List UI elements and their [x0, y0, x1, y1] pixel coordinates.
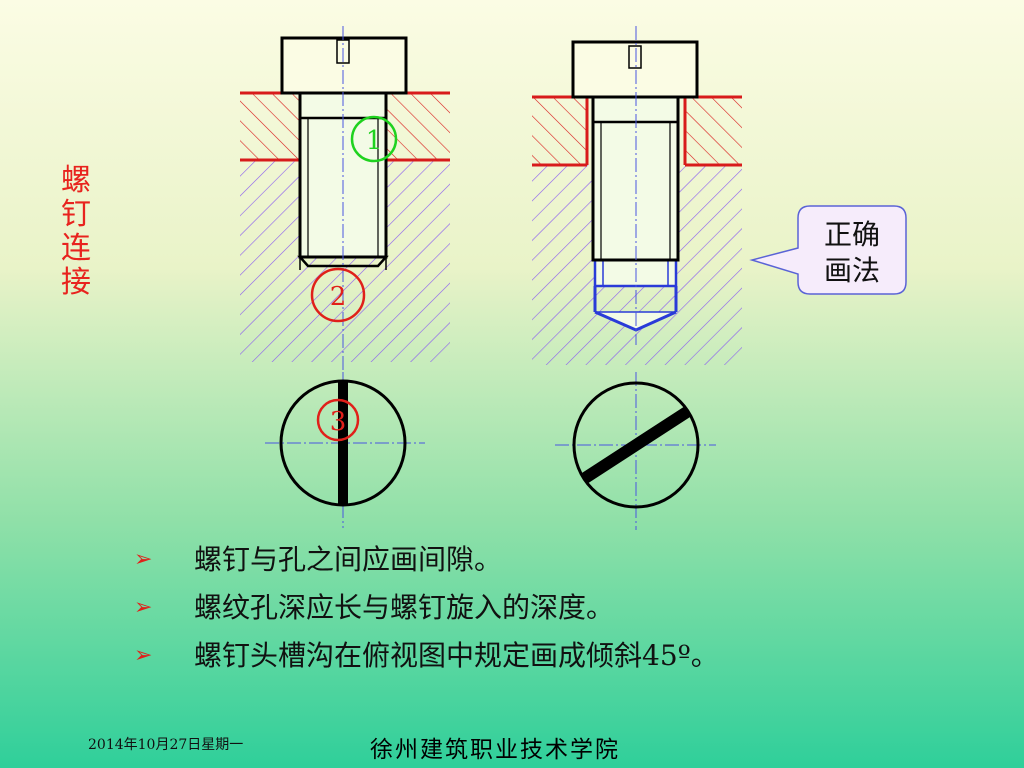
side-title-char: 螺 — [61, 163, 91, 198]
right-front-view — [532, 26, 742, 365]
right-screw-head — [571, 40, 699, 99]
side-title: 螺 钉 连 接 — [56, 164, 96, 300]
side-title-char: 连 — [61, 231, 91, 266]
marker-1-label: 1 — [366, 126, 383, 156]
side-title-char: 接 — [61, 265, 91, 300]
bullet-text: 螺钉头槽沟在俯视图中规定画成倾斜45º。 — [194, 639, 719, 672]
callout: 正确 画法 — [749, 205, 907, 295]
callout-line-2: 画法 — [824, 254, 880, 287]
left-vertical-slot — [338, 381, 348, 505]
footer-school: 徐州建筑职业技术学院 — [370, 737, 620, 763]
left-front-view — [240, 26, 450, 372]
marker-3: 3 — [316, 398, 360, 442]
right-slot — [628, 45, 642, 69]
callout-line-1: 正确 — [824, 218, 880, 251]
bullet-text: 螺钉与孔之间应画间隙。 — [194, 543, 503, 576]
right-head-circle — [572, 381, 700, 509]
callout-bubble — [749, 205, 907, 295]
arrow-bullet-icon: ➢ — [134, 547, 153, 572]
arrow-bullet-icon: ➢ — [134, 595, 153, 620]
marker-2: 2 — [310, 267, 366, 323]
right-plate-hatch-left — [532, 97, 587, 165]
left-screw-tip — [297, 255, 389, 268]
marker-2-label: 2 — [330, 282, 347, 312]
right-top-view — [555, 372, 716, 530]
left-top-view — [265, 372, 425, 528]
footer-date: 2014年10月27日星期一 — [88, 737, 244, 753]
marker-3-label: 3 — [330, 407, 347, 437]
screw-drawing: 1 2 3 正确 画法 — [240, 26, 907, 530]
right-inclined-slot — [580, 406, 692, 484]
arrow-bullet-icon: ➢ — [134, 643, 153, 668]
marker-1: 1 — [350, 115, 398, 163]
right-plate-hatch-right — [685, 97, 742, 165]
bullet-text: 螺纹孔深应长与螺钉旋入的深度。 — [194, 591, 615, 624]
side-title-char: 钉 — [61, 197, 91, 232]
